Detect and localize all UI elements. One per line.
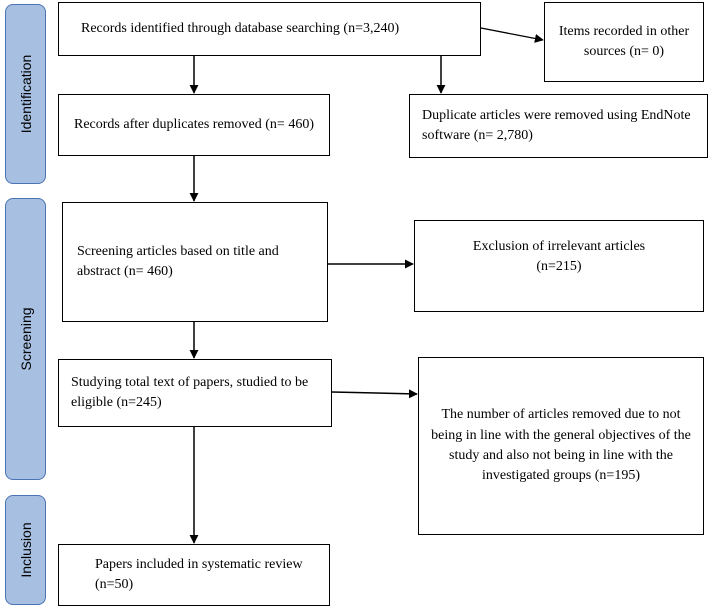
other-sources-box: Items recorded in other sources (n= 0) [544,2,704,82]
included-box: Papers included in systematic review (n=… [58,544,330,606]
phase-identification: Identification [5,4,46,184]
duplicates-removed-box: Duplicate articles were removed using En… [409,94,708,158]
full-text-text: Studying total text of papers, studied t… [71,374,309,410]
screening-title-abstract-text: Screening articles based on title and ab… [77,243,279,279]
after-duplicates-text: Records after duplicates removed (n= 460… [74,116,314,132]
records-identified-box: Records identified through database sear… [58,2,481,56]
arrow-records-to-other-sources [480,27,544,43]
duplicates-removed-text: Duplicate articles were removed using En… [422,107,691,143]
records-identified-text: Records identified through database sear… [81,20,400,36]
full-text-box: Studying total text of papers, studied t… [58,359,332,427]
arrow-full-text-to-removed [331,389,418,399]
exclusion-irrelevant-label: Exclusion of irrelevant articles [472,239,646,254]
exclusion-irrelevant-text: Exclusion of irrelevant articles (n=215) [423,237,695,278]
removed-not-in-line-text: The number of articles removed due to no… [431,407,691,484]
removed-not-in-line-box: The number of articles removed due to no… [418,357,704,535]
other-sources-text: Items recorded in other sources (n= 0) [558,23,690,59]
screening-title-abstract-box: Screening articles based on title and ab… [62,202,328,322]
phase-inclusion: Inclusion [5,495,46,605]
phase-screening: Screening [5,198,46,480]
included-text: Papers included in systematic review (n=… [95,556,303,592]
exclusion-irrelevant-box: Exclusion of irrelevant articles (n=215) [414,220,704,312]
exclusion-irrelevant-count: (n=215) [536,259,582,275]
after-duplicates-box: Records after duplicates removed (n= 460… [58,94,330,156]
